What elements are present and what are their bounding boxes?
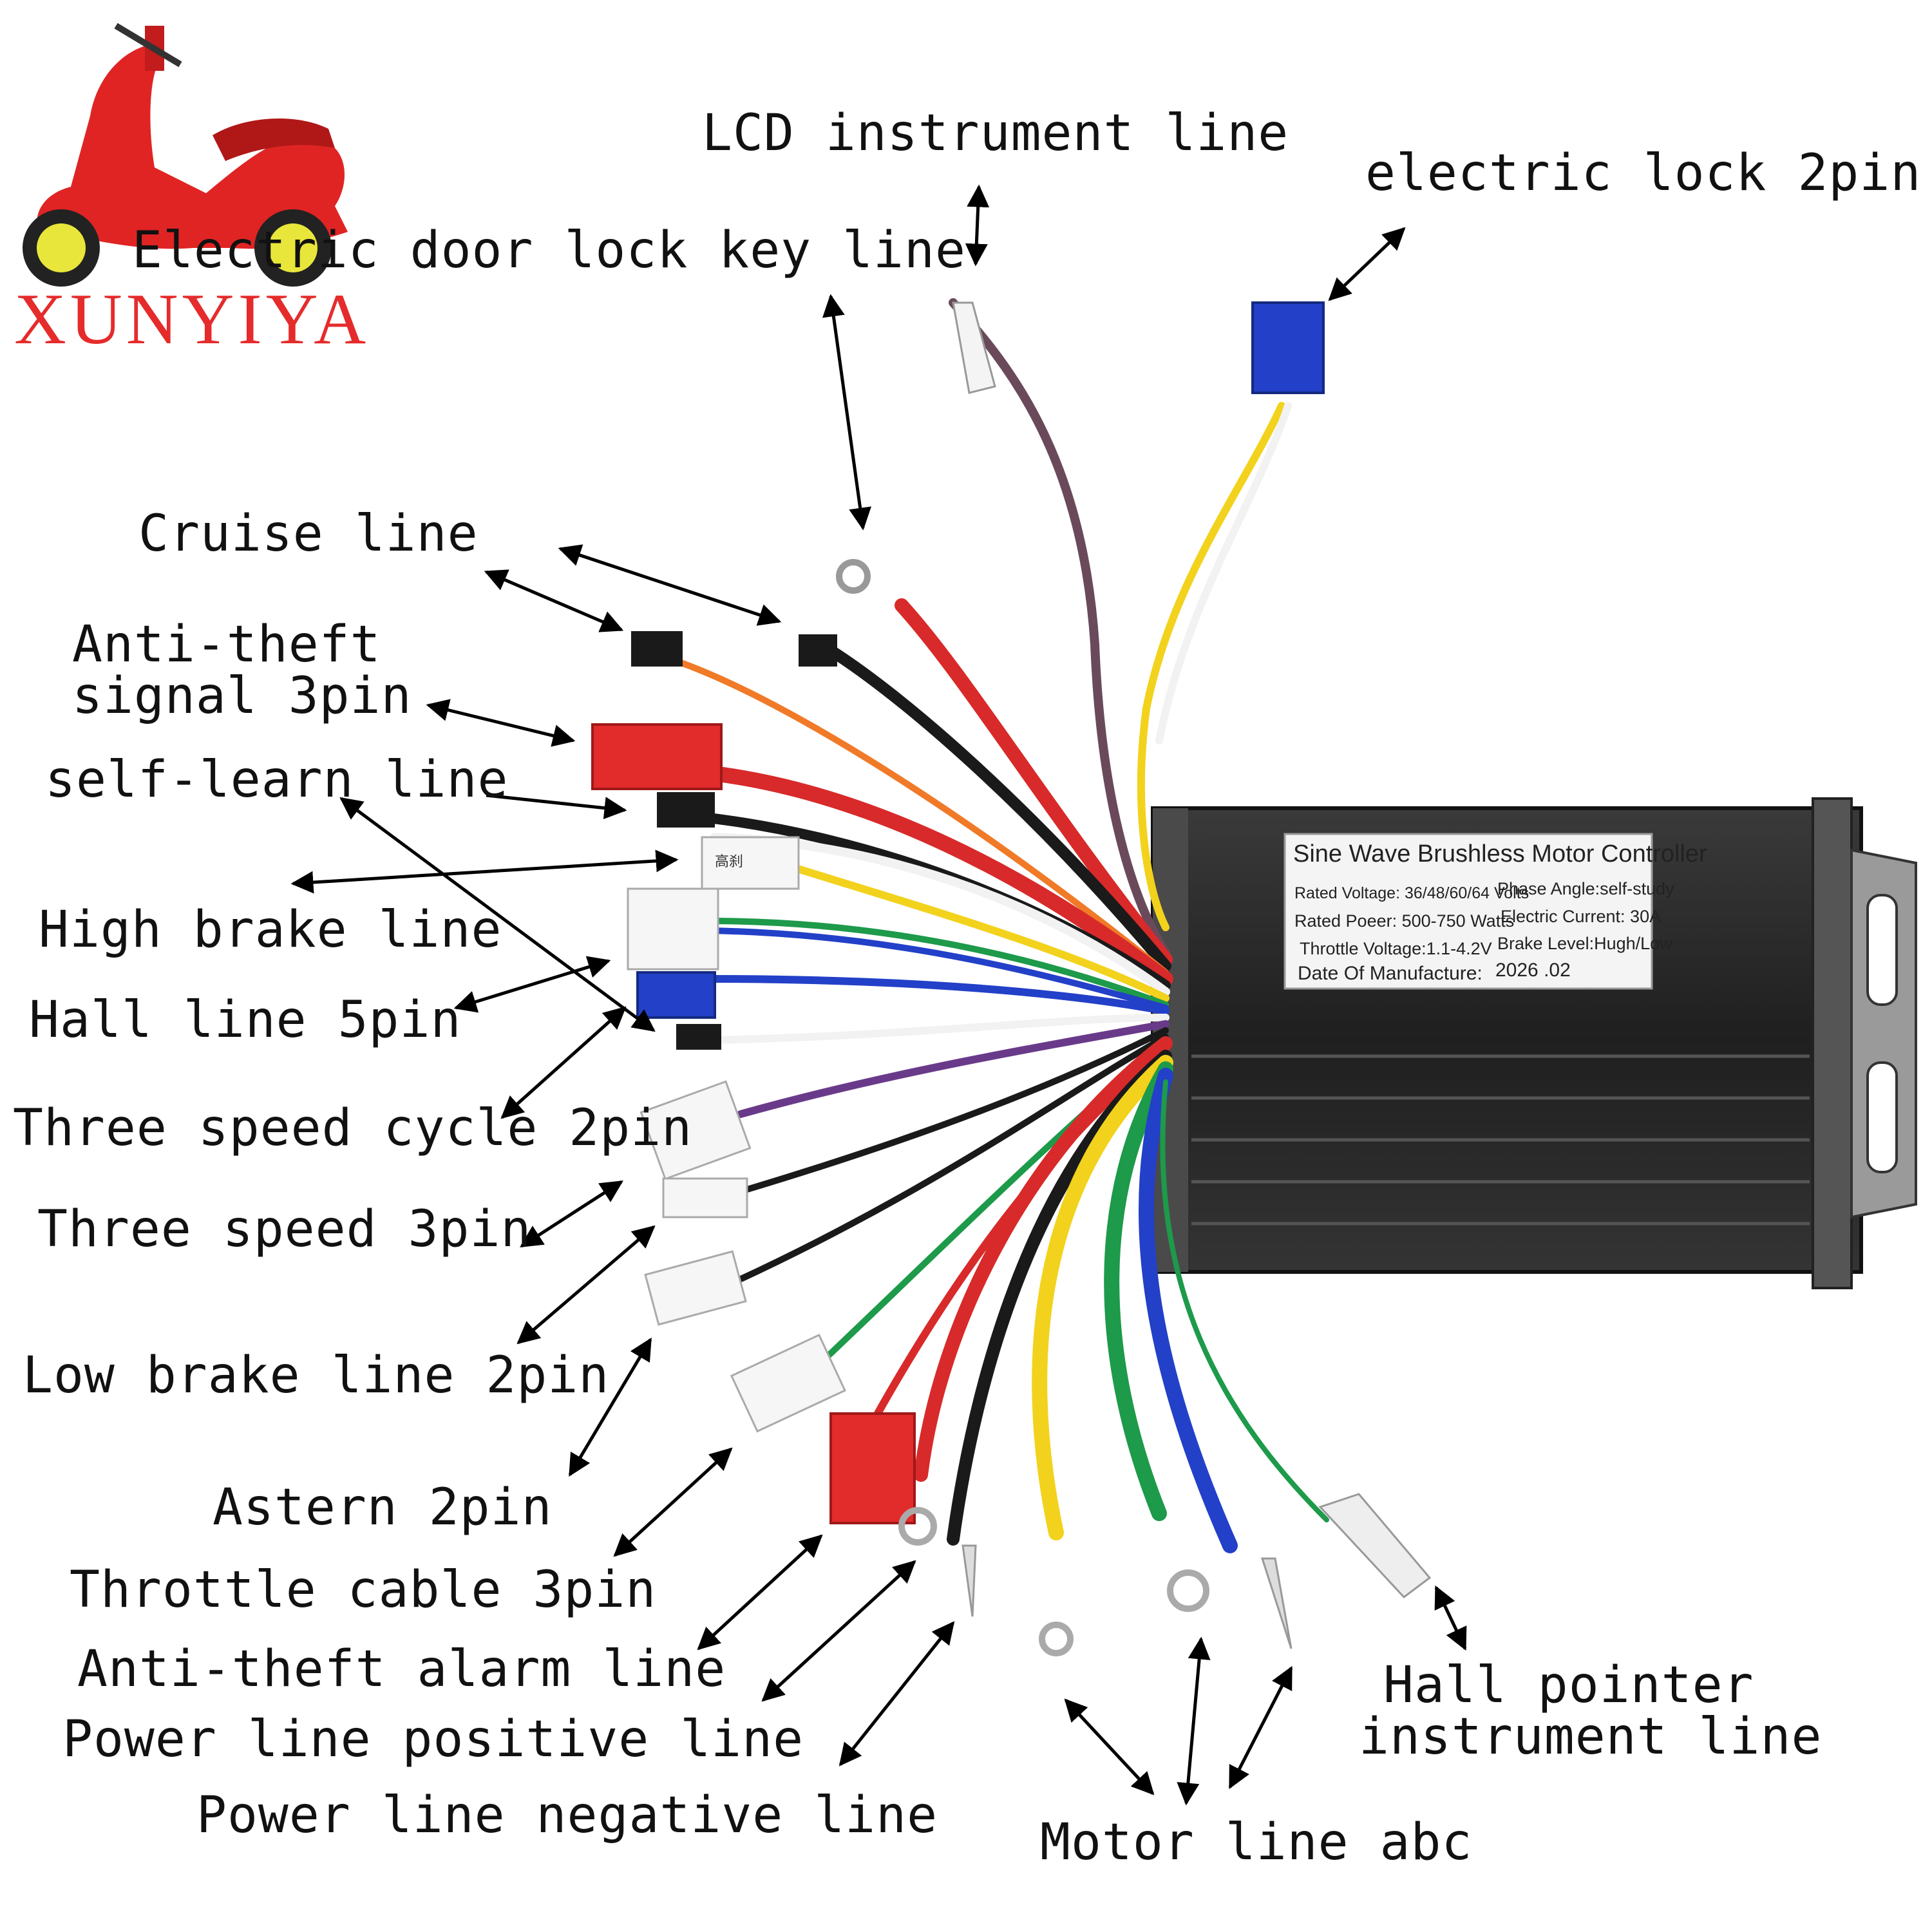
brand-name: XUNYIYA bbox=[14, 279, 370, 359]
arrow-icon bbox=[453, 956, 611, 1013]
spade-terminal-icon bbox=[1318, 1493, 1432, 1599]
label-self-learn: self-learn line bbox=[45, 751, 509, 809]
connector-icon bbox=[644, 1250, 747, 1326]
scooter-logo-icon bbox=[23, 23, 348, 287]
arrow-icon bbox=[520, 1180, 623, 1248]
label-anti-theft-signal-2: signal 3pin bbox=[72, 667, 412, 725]
label-anti-theft-alarm: Anti-theft alarm line bbox=[77, 1640, 726, 1698]
arrow-icon bbox=[1434, 1585, 1467, 1651]
wire-bundle bbox=[679, 298, 1329, 1553]
connector-icon bbox=[730, 1333, 846, 1433]
spade-terminal-icon bbox=[961, 1544, 977, 1617]
connector-icon bbox=[631, 631, 683, 667]
controller-rated-voltage: Rated Voltage: 36/48/60/64 Volts bbox=[1294, 884, 1530, 902]
spade-terminal-icon bbox=[952, 301, 996, 394]
label-power-positive: Power line positive line bbox=[62, 1710, 804, 1768]
connector-icon bbox=[799, 634, 837, 667]
controller-rated-power: Rated Poeer: 500-750 Watts bbox=[1294, 911, 1515, 931]
label-cruise: Cruise line bbox=[138, 505, 478, 563]
arrow-icon bbox=[516, 1225, 656, 1345]
arrow-icon bbox=[484, 569, 624, 632]
connector-icon bbox=[636, 971, 716, 1019]
label-hall-5pin: Hall line 5pin bbox=[29, 991, 462, 1049]
label-motor-abc: Motor line abc bbox=[1040, 1814, 1473, 1871]
label-door-lock-key: Electric door lock key line bbox=[132, 222, 966, 279]
label-lcd-instrument: LCD instrument line bbox=[702, 104, 1289, 162]
ring-terminal-icon bbox=[898, 1507, 937, 1546]
ring-terminal-icon bbox=[1167, 1569, 1209, 1612]
arrow-icon bbox=[613, 1447, 733, 1557]
connector-icon bbox=[627, 887, 719, 971]
connector-icon bbox=[591, 723, 723, 790]
label-electric-lock: electric lock 2pin bbox=[1365, 144, 1922, 202]
label-three-speed-3pin: Three speed 3pin bbox=[37, 1200, 532, 1258]
connector-icon bbox=[701, 836, 800, 890]
arrow-icon bbox=[1064, 1698, 1155, 1795]
high-brake-tag: 高刹 bbox=[715, 854, 743, 870]
connector-icon bbox=[829, 1412, 916, 1524]
controller-throttle-voltage: Throttle Voltage:1.1-4.2V bbox=[1300, 939, 1492, 958]
connector-icon bbox=[662, 1177, 748, 1218]
label-anti-theft-signal-1: Anti-theft bbox=[72, 616, 381, 674]
label-hall-pointer-1: Hall pointer bbox=[1383, 1656, 1754, 1714]
connector-icon bbox=[676, 1024, 721, 1050]
ring-terminal-icon bbox=[836, 559, 871, 594]
connector-icon bbox=[639, 1080, 752, 1180]
arrow-icon bbox=[290, 849, 679, 894]
connector-icon bbox=[657, 792, 715, 828]
controller-box-icon bbox=[1151, 797, 1917, 1289]
spade-terminal-icon bbox=[1260, 1557, 1293, 1649]
arrow-icon bbox=[761, 1560, 916, 1702]
controller-brake-level: Brake Level:Hugh/Low bbox=[1497, 934, 1672, 953]
arrow-icon bbox=[558, 544, 782, 626]
arrows bbox=[290, 184, 1467, 1806]
controller-phase-angle: Phase Angle:self-study bbox=[1497, 879, 1674, 898]
controller-date-value: 2026 .02 bbox=[1495, 960, 1571, 981]
arrow-icon bbox=[1177, 1636, 1211, 1806]
label-low-brake: Low brake line 2pin bbox=[23, 1347, 610, 1405]
label-throttle: Throttle cable 3pin bbox=[70, 1561, 657, 1619]
controller-title: Sine Wave Brushless Motor Controller bbox=[1293, 840, 1707, 867]
controller-date-label: Date Of Manufacture: bbox=[1298, 963, 1482, 984]
label-hall-pointer-2: instrument line bbox=[1359, 1708, 1823, 1766]
controller-electric-current: Electric Current: 30A bbox=[1501, 907, 1662, 926]
arrow-icon bbox=[568, 1337, 652, 1477]
label-astern: Astern 2pin bbox=[213, 1479, 553, 1537]
arrow-icon bbox=[1328, 227, 1406, 301]
arrow-icon bbox=[822, 294, 872, 531]
arrow-icon bbox=[500, 1006, 627, 1119]
arrow-icon bbox=[1228, 1665, 1293, 1790]
arrow-icon bbox=[697, 1534, 823, 1651]
connector-icon bbox=[1251, 301, 1325, 394]
connectors: 高刹 bbox=[591, 301, 1432, 1656]
ring-terminal-icon bbox=[1039, 1622, 1074, 1656]
arrow-icon bbox=[426, 699, 576, 747]
label-high-brake: High brake line bbox=[39, 901, 502, 959]
label-power-negative: Power line negative line bbox=[196, 1786, 938, 1844]
label-three-speed-cycle: Three speed cycle 2pin bbox=[13, 1099, 693, 1157]
arrow-icon bbox=[965, 184, 990, 267]
arrow-icon bbox=[838, 1621, 955, 1766]
